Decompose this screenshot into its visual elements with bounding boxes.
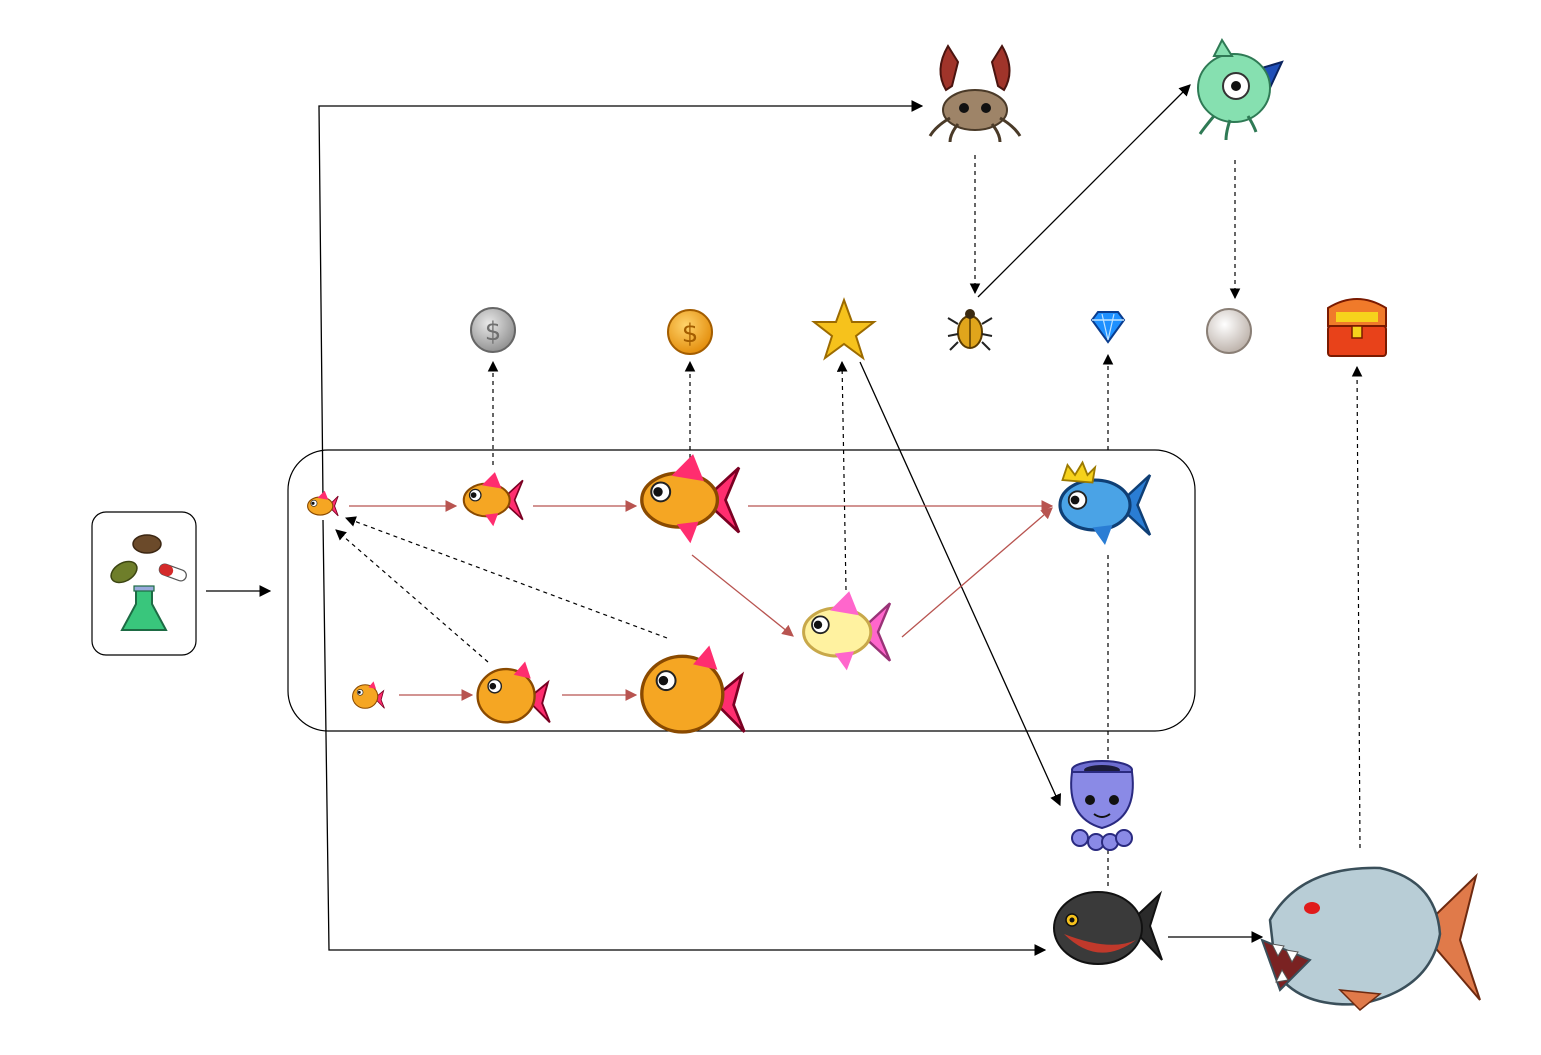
to-piranha-arrow bbox=[322, 519, 1047, 956]
baby-breeder-icon bbox=[352, 681, 385, 709]
carnivore-piranha-icon bbox=[1053, 890, 1163, 965]
gold-coin-icon: $ bbox=[667, 309, 713, 355]
food-pellets-icon bbox=[110, 534, 187, 631]
treasure-chest-icon bbox=[1327, 298, 1387, 357]
medium-breeder-icon bbox=[476, 661, 551, 724]
svg-text:$: $ bbox=[485, 317, 502, 347]
silver-coin-icon: $ bbox=[470, 307, 516, 353]
big-piranha-icon bbox=[1260, 866, 1481, 1012]
amp-alien-icon bbox=[1197, 37, 1284, 141]
star-to-octopus-arrow bbox=[859, 361, 1061, 807]
pearl-icon bbox=[1206, 308, 1252, 354]
diamond-icon bbox=[1090, 311, 1126, 344]
breed-arrow bbox=[335, 529, 489, 663]
medium-guppy-icon bbox=[462, 472, 524, 527]
drop-arrow bbox=[836, 360, 848, 591]
king-guppy-icon bbox=[1058, 460, 1152, 545]
growth-arrow bbox=[691, 554, 794, 637]
large-breeder-icon bbox=[640, 645, 746, 734]
svg-text:$: $ bbox=[682, 319, 699, 349]
small-guppy-icon bbox=[307, 490, 339, 517]
growth-arrow bbox=[901, 507, 1053, 638]
large-guppy-icon bbox=[640, 454, 741, 544]
beetle-icon bbox=[947, 309, 993, 351]
star-guppy-icon bbox=[802, 591, 892, 671]
star-icon bbox=[811, 297, 877, 361]
guppy-group-box bbox=[287, 449, 1196, 732]
grubber-crab-icon bbox=[928, 44, 1022, 143]
beetle-to-alien-arrow bbox=[977, 84, 1191, 298]
to-crab-arrow bbox=[318, 100, 924, 501]
drop-arrow bbox=[1351, 365, 1363, 849]
breed-arrow bbox=[344, 516, 668, 639]
ultravore-octopus-icon bbox=[1070, 760, 1134, 851]
food-box bbox=[91, 511, 197, 656]
